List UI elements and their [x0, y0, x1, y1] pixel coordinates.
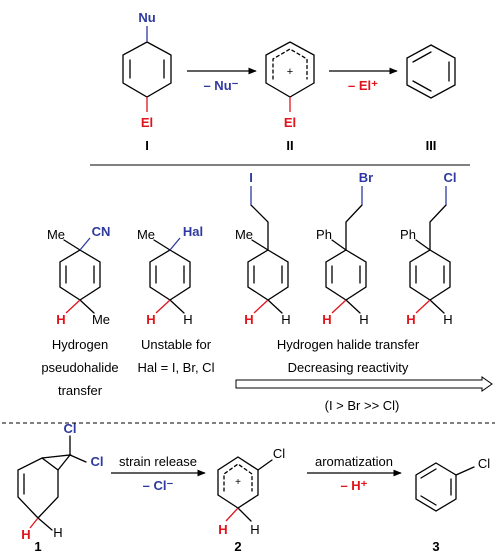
nucleophile-label: Nu — [138, 10, 155, 25]
hydrogen-red-label: H — [56, 312, 65, 327]
hydrogen-red-label: H — [406, 312, 415, 327]
benzene-III: III — [406, 44, 456, 153]
caption-unstable-2: Hal = I, Br, Cl — [138, 360, 215, 375]
compound-label-I: I — [145, 138, 149, 153]
compound-label-II: II — [286, 138, 293, 153]
caption-decreasing-reactivity: Decreasing reactivity — [288, 360, 409, 375]
compound-3-chlorobenzene: Cl 3 — [415, 456, 490, 552]
chlorine-label: Cl — [64, 421, 77, 436]
iodide-donor: Me I H H — [235, 170, 291, 327]
caption-reactivity-order: (I > Br >> Cl) — [325, 398, 400, 413]
caption-pseudohalide-3: transfer — [58, 383, 103, 398]
hydrogen-label: H — [443, 312, 452, 327]
caption-halide-transfer: Hydrogen halide transfer — [277, 337, 420, 352]
middle-scheme: Me CN H Me Me Hal H H — [41, 170, 493, 413]
electrofuge-label-II: El — [284, 115, 296, 130]
caption-pseudohalide-2: pseudohalide — [41, 360, 118, 375]
hydrogen-label: H — [281, 312, 290, 327]
chlorine-label: Cl — [478, 456, 490, 471]
bromine-label: Br — [359, 170, 373, 185]
arrow-loss-nu-label: – Nu⁻ — [203, 78, 238, 93]
hydrogen-red-label: H — [218, 522, 227, 537]
phenyl-label: Ph — [400, 227, 416, 242]
bromide-donor: Ph Br H H — [316, 170, 373, 327]
hydrogen-label: H — [53, 525, 62, 540]
top-scheme: Nu El I – Nu⁻ + El II – El⁺ III — [122, 10, 456, 153]
cation-charge: + — [235, 477, 241, 488]
compound-1-bicyclohexene: Cl Cl H H 1 — [17, 421, 104, 552]
bottom-scheme: Cl Cl H H 1 strain release – Cl⁻ + Cl H … — [17, 421, 490, 552]
cation-charge: + — [287, 66, 293, 78]
methyl-label: Me — [47, 227, 65, 242]
cn-donor: Me CN H Me — [47, 224, 110, 327]
reactivity-arrow — [235, 376, 493, 392]
methyl-label: Me — [235, 227, 253, 242]
chlorine-label: Cl — [273, 446, 285, 461]
hydrogen-red-label: H — [21, 527, 30, 542]
hydrogen-label: H — [359, 312, 368, 327]
hydrogen-label: H — [250, 522, 259, 537]
halogen-label: Hal — [183, 224, 203, 239]
hydrogen-label: H — [183, 312, 192, 327]
hydrogen-red-label: H — [244, 312, 253, 327]
caption-unstable-1: Unstable for — [141, 337, 212, 352]
arrow-loss-proton-label: – H⁺ — [340, 478, 367, 493]
hal-donor: Me Hal H H — [137, 224, 203, 327]
hydrogen-red-label: H — [146, 312, 155, 327]
electrofuge-label: El — [141, 115, 153, 130]
compound-label-III: III — [426, 138, 437, 153]
compound-label-3: 3 — [432, 539, 439, 552]
compound-2-cation: + Cl H H 2 — [217, 446, 285, 552]
arrow-strain-release-label: strain release — [119, 454, 197, 469]
compound-label-2: 2 — [234, 539, 241, 552]
arrow-aromatization-label: aromatization — [315, 454, 393, 469]
iodine-label: I — [249, 170, 253, 185]
cation-II: + El II — [265, 41, 315, 153]
arrow-loss-el-label: – El⁺ — [348, 78, 378, 93]
methyl-label: Me — [137, 227, 155, 242]
chlorine-label: Cl — [444, 170, 457, 185]
cyano-label: CN — [92, 224, 111, 239]
hydrogen-red-label: H — [322, 312, 331, 327]
arrow-loss-chloride-label: – Cl⁻ — [143, 478, 174, 493]
compound-label-1: 1 — [34, 539, 41, 552]
molecule-I: Nu El I — [122, 10, 172, 153]
chloride-donor: Ph Cl H H — [400, 170, 456, 327]
phenyl-label: Ph — [316, 227, 332, 242]
caption-pseudohalide-1: Hydrogen — [52, 337, 108, 352]
chlorine-label: Cl — [91, 454, 104, 469]
methyl-label-bottom: Me — [92, 312, 110, 327]
